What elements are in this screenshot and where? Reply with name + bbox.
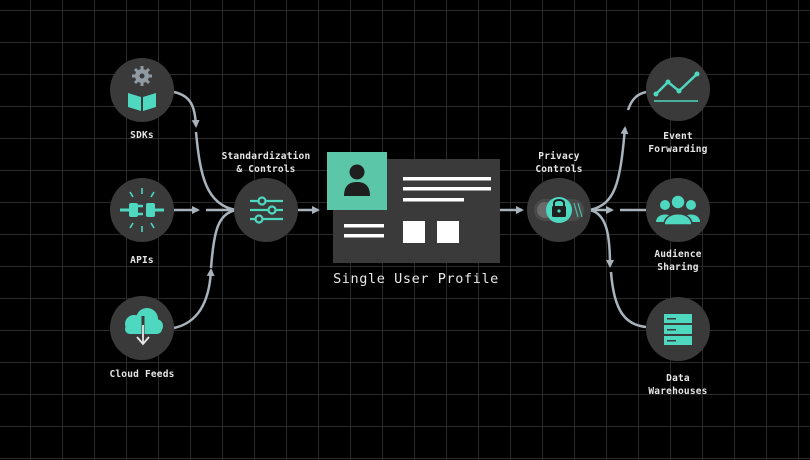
- apis-node: [110, 178, 174, 242]
- connectors-right: [589, 90, 647, 329]
- trend-line-icon: [653, 71, 700, 102]
- connector-cloud-merge: [209, 208, 237, 269]
- connectors-left: [173, 90, 524, 330]
- profile-label: Single User Profile: [333, 271, 499, 287]
- connector-event-end: [626, 90, 647, 111]
- sdks-label: SDKs: [130, 130, 154, 141]
- profile-text-lines: [344, 177, 491, 243]
- privacy-label: Privacy Controls: [535, 151, 583, 175]
- audience-sharing-node: [646, 178, 710, 242]
- standardization-node: [234, 178, 298, 242]
- cloud-feeds-node: [110, 296, 174, 360]
- cloud-feeds-label: Cloud Feeds: [109, 369, 175, 380]
- server-icon: [664, 314, 692, 345]
- connector-sdks-to-standardization: [173, 90, 200, 128]
- audience-sharing-label: Audience Sharing: [654, 249, 702, 273]
- connector-warehouse-end: [609, 271, 647, 329]
- event-forwarding-node: [646, 57, 710, 121]
- connector-privacy-to-event: [589, 126, 629, 212]
- lock-toggle-icon: [534, 197, 584, 223]
- standardization-label: Standardization & Controls: [221, 151, 311, 175]
- plug-connector-icon: [120, 188, 164, 232]
- group-icon: [656, 194, 700, 226]
- data-warehouses-label: Data Warehouses: [648, 373, 708, 397]
- sliders-icon: [250, 196, 283, 224]
- profile-photo-box: [327, 152, 387, 210]
- apis-label: APIs: [130, 255, 154, 266]
- privacy-node: [527, 178, 591, 242]
- connector-privacy-to-warehouse: [589, 208, 614, 268]
- sdks-node: [110, 58, 174, 122]
- connector-cloud-to-standardization: [173, 268, 215, 330]
- connector-sdks-merge: [194, 131, 237, 212]
- event-forwarding-label: Event Forwarding: [648, 131, 708, 155]
- data-warehouses-node: [646, 297, 710, 361]
- gear-book-icon: [128, 66, 156, 111]
- profile-card: [327, 152, 500, 263]
- cloud-download-icon: [125, 308, 163, 346]
- user-icon: [344, 164, 370, 196]
